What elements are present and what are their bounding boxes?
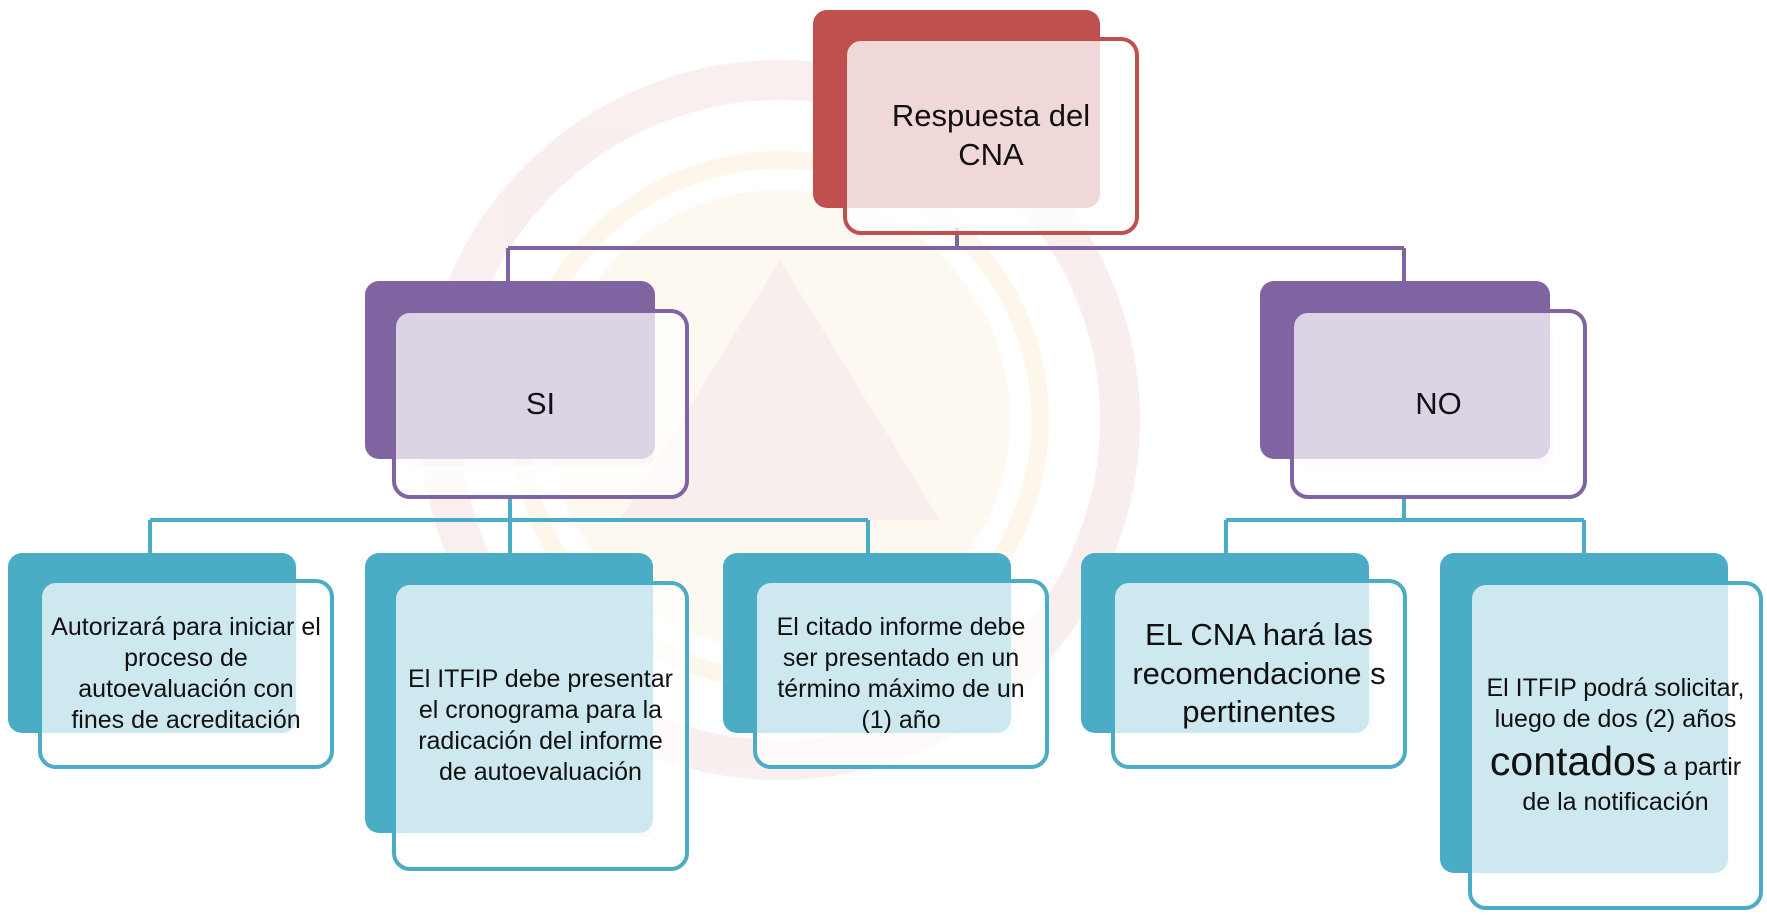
leaf-node-informe: El citado informe debe ser presentado en…	[723, 553, 1049, 769]
leaf-label-recomendaciones: EL CNA hará las recomendacione s pertine…	[1132, 616, 1386, 730]
leaf-label-solicitar-part2: a partir de la notificación	[1522, 752, 1742, 816]
leaf-node-autorizara: Autorizará para iniciar el proceso de au…	[8, 553, 334, 769]
branch-node-si: SI	[365, 281, 690, 499]
leaf-label-autorizara: Autorizará para iniciar el proceso de au…	[51, 612, 321, 735]
leaf-label-solicitar-part1: El ITFIP podrá solicitar, luego de dos (…	[1486, 674, 1745, 734]
root-label: Respuesta del CNA	[891, 98, 1091, 172]
branch-label-si: SI	[525, 385, 556, 421]
leaf-label-solicitar-emphasis: contados	[1489, 737, 1657, 784]
leaf-node-recomendaciones: EL CNA hará las recomendacione s pertine…	[1081, 553, 1407, 769]
branch-label-no: NO	[1415, 385, 1462, 421]
leaf-label-informe: El citado informe debe ser presentado en…	[776, 612, 1026, 735]
leaf-node-solicitar: El ITFIP podrá solicitar, luego de dos (…	[1440, 553, 1763, 910]
leaf-label-solicitar: El ITFIP podrá solicitar, luego de dos (…	[1480, 673, 1751, 818]
leaf-node-cronograma: El ITFIP debe presentar el cronograma pa…	[365, 553, 691, 872]
leaf-label-cronograma: El ITFIP debe presentar el cronograma pa…	[408, 664, 673, 787]
branch-node-no: NO	[1260, 281, 1588, 499]
root-node: Respuesta del CNA	[813, 10, 1139, 235]
